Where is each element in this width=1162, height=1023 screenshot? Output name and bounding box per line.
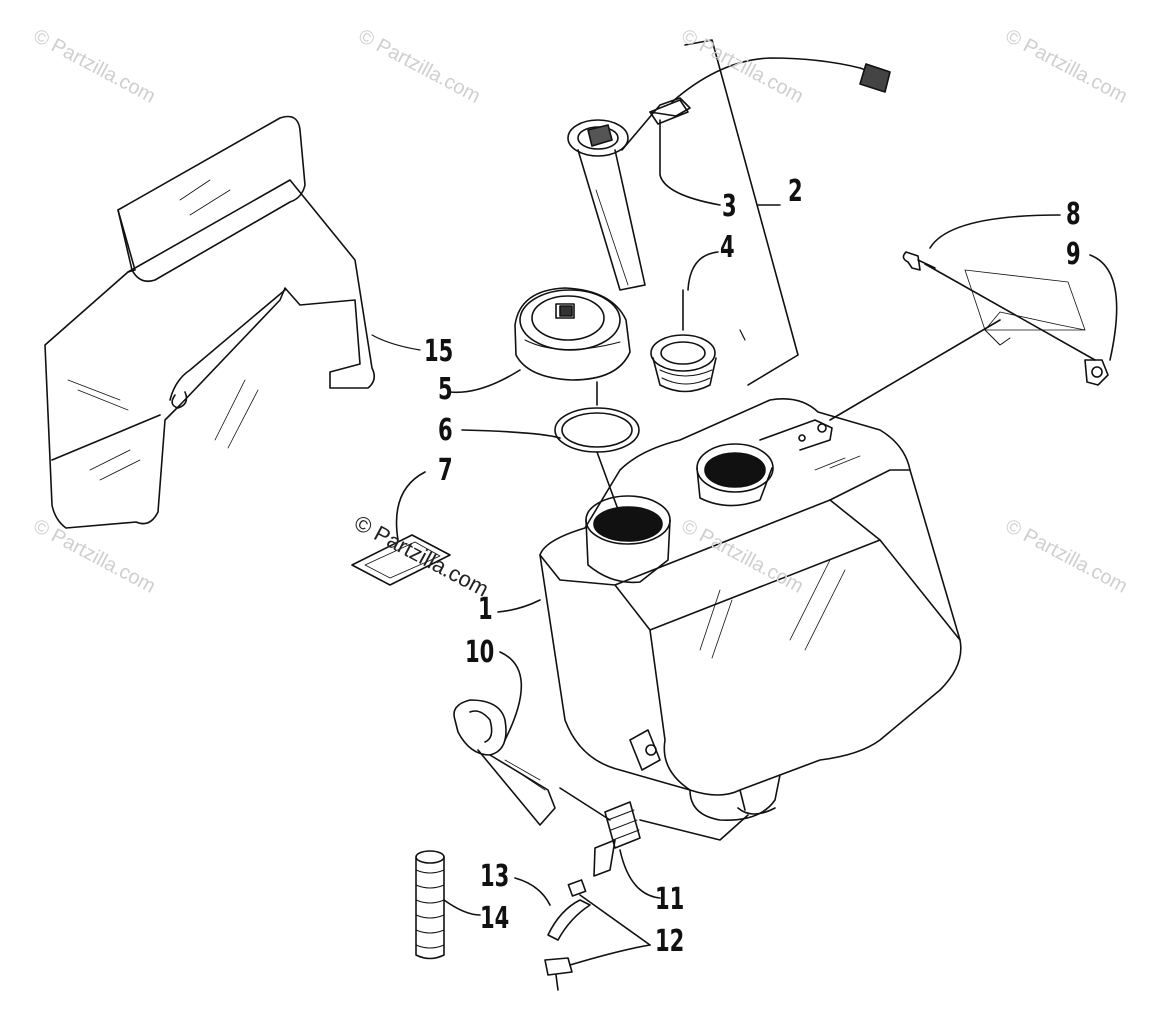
callout-7: 7 [438, 453, 453, 488]
callout-15: 15 [424, 334, 454, 369]
callout-5: 5 [438, 372, 453, 407]
callout-11: 11 [655, 882, 685, 917]
leader-lines [371, 329, 746, 351]
heat-shield-part-15 [44, 115, 376, 529]
callout-2: 2 [788, 174, 803, 209]
callout-4: 4 [720, 230, 735, 265]
callout-10: 10 [465, 635, 495, 670]
mount-bracket-part-8-9 [829, 214, 1118, 421]
fuel-cap-part-5 [449, 287, 631, 394]
clamp-part-10 [453, 651, 611, 826]
fuel-tank-part-1 [497, 398, 962, 821]
hose-roll-part-14 [415, 850, 481, 960]
fitting-part-11 [593, 801, 749, 899]
fuel-sender-part-3 [567, 57, 891, 291]
callout-3: 3 [722, 189, 737, 224]
callout-14: 14 [480, 901, 510, 936]
callout-13: 13 [480, 859, 510, 894]
callout-6: 6 [438, 413, 453, 448]
grommet-part-4 [650, 251, 719, 393]
decal-part-7 [351, 471, 451, 586]
hose-part-13 [514, 877, 651, 991]
callout-1: 1 [478, 592, 493, 627]
bracket-part-2 [659, 39, 799, 386]
callout-9: 9 [1066, 237, 1081, 272]
callout-12: 12 [655, 924, 685, 959]
callout-8: 8 [1066, 197, 1081, 232]
gasket-part-6 [461, 381, 640, 516]
